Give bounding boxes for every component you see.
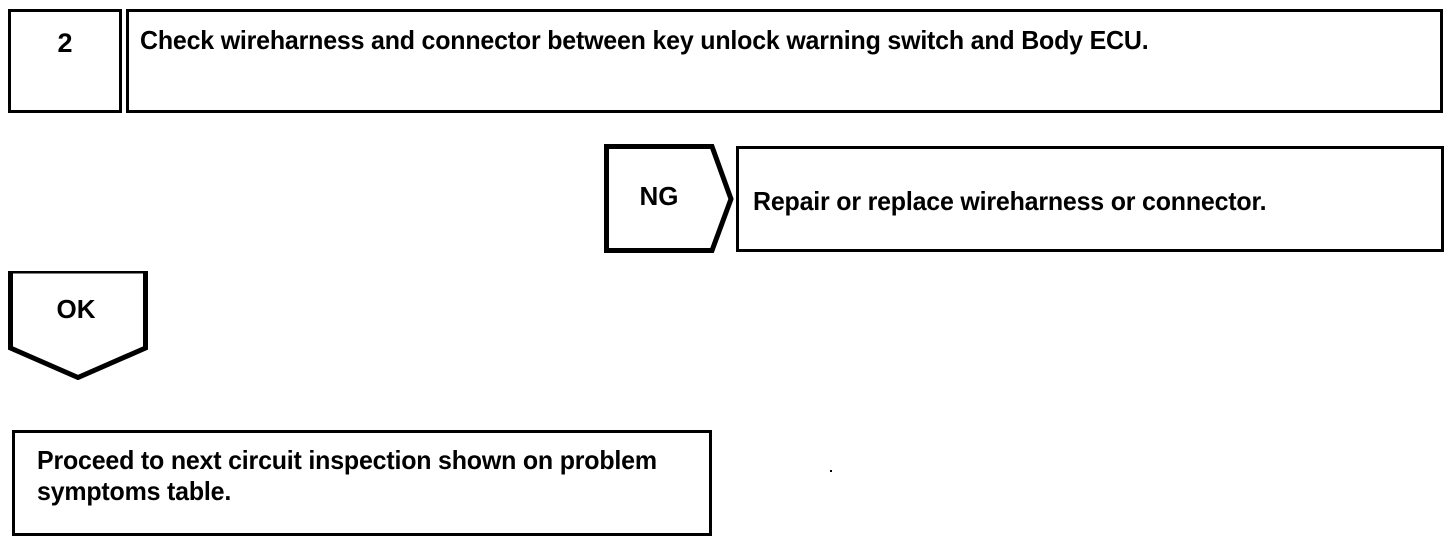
step-instruction-cell: Check wireharness and connector between …: [126, 9, 1443, 113]
ok-arrow-shape: [8, 271, 148, 380]
step-number-cell: 2: [8, 9, 122, 113]
step-row: 2 Check wireharness and connector betwee…: [8, 9, 1443, 113]
step-instruction-text: Check wireharness and connector between …: [140, 25, 1149, 55]
ng-branch-label: NG: [639, 181, 679, 211]
ok-branch-label: OK: [56, 294, 96, 324]
ng-arrow-shape: [604, 144, 734, 253]
proceed-result-box: Proceed to next circuit inspection shown…: [12, 430, 712, 536]
proceed-result-text: Proceed to next circuit inspection shown…: [37, 445, 657, 506]
repair-result-box: Repair or replace wireharness or connect…: [736, 146, 1444, 252]
step-number: 2: [57, 28, 73, 58]
repair-result-text: Repair or replace wireharness or connect…: [753, 186, 1267, 216]
scan-artifact-speck: [830, 470, 832, 472]
